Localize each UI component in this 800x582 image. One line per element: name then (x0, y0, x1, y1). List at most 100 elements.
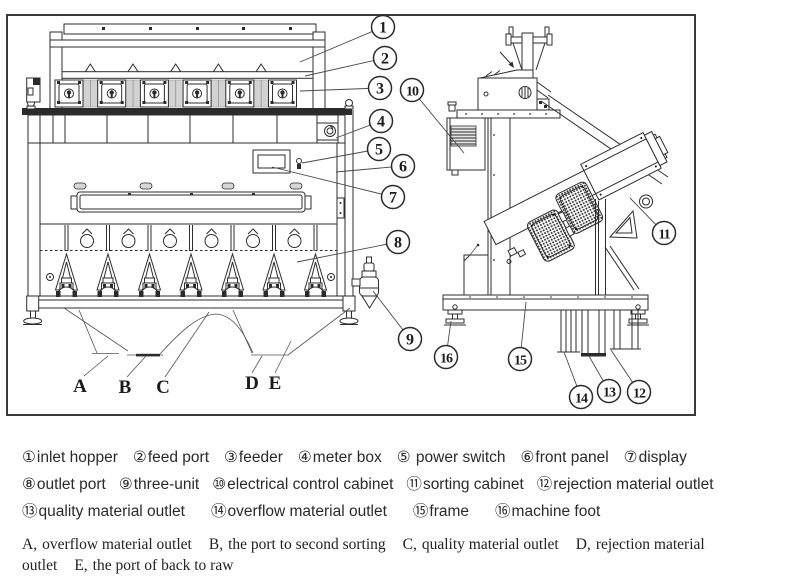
sorting-chamber (483, 130, 669, 264)
legend-item-label: frame (429, 503, 470, 520)
callout-circle-16 (433, 344, 459, 370)
callout-number-16: 16 (440, 352, 453, 367)
side-platform (456, 109, 561, 119)
callout-number-10: 10 (406, 85, 419, 100)
callout-number-11: 11 (658, 228, 670, 243)
legend-item: ②feed port (133, 449, 209, 467)
callout-number-2: 2 (381, 51, 389, 68)
legend-item-label: front panel (535, 449, 609, 466)
note-item-letter: D, (575, 536, 591, 553)
legend-item-label: inlet hopper (36, 449, 118, 466)
inlet-hopper (61, 46, 314, 73)
callout-leader-1 (299, 26, 384, 63)
outlet-leader-A (83, 355, 109, 377)
feed-port-valves (84, 63, 267, 72)
callout-circle-7 (380, 184, 406, 210)
callout-number-5: 5 (375, 142, 383, 159)
legend-item-number: ⑪ (406, 476, 422, 493)
left-module (26, 77, 41, 103)
outlet-leader-D (251, 355, 263, 374)
callout-circle-14 (568, 384, 594, 410)
legend-item-number: ⑦ (623, 449, 638, 466)
legend-item-number: ① (22, 449, 36, 466)
front-feet (23, 295, 359, 325)
electrical-control-cabinet (446, 101, 486, 176)
legend-item: ⑮frame (413, 503, 469, 521)
slot-bar (70, 191, 312, 213)
legend-item: ⑦display (624, 449, 687, 467)
legend-item-number: ⑮ (412, 503, 429, 520)
outlet-letter-D: D (245, 373, 259, 394)
callout-circle-3 (367, 75, 393, 101)
legend-item-label: feeder (238, 449, 283, 466)
note-item-label: the port to second sorting (228, 536, 386, 553)
legend-item-number: ⑬ (22, 503, 38, 520)
callout-number-14: 14 (575, 392, 588, 407)
feeder-row (54, 79, 297, 108)
callout-leader-8 (296, 241, 399, 263)
outlet-pipes (557, 310, 641, 357)
legend-item: ⑪sorting cabinet (406, 476, 523, 494)
legend-item-label: electrical control cabinet (227, 476, 394, 493)
outlet-letter-B: B (119, 377, 132, 398)
legend-item-number: ③ (224, 449, 238, 466)
legend-item-label: sorting cabinet (422, 476, 524, 493)
note-item: B,the port to second sorting (209, 536, 386, 553)
callout-leader-7 (271, 166, 394, 198)
legend-item-label: three-unit (133, 476, 200, 493)
diagonal-brace (604, 245, 640, 291)
legend-item-number: ② (132, 449, 147, 466)
legend-item: ⑫rejection material outlet (537, 476, 714, 494)
outlet-leader-C (164, 311, 210, 378)
callout-number-15: 15 (514, 354, 527, 369)
callout-leader-5 (301, 148, 380, 164)
callout-circle-6 (390, 153, 416, 179)
legend-item: ⑥front panel (521, 449, 609, 467)
side-base-frame (442, 294, 649, 311)
legend-item: ⑨three-unit (119, 476, 199, 494)
callout-circle-10 (399, 77, 425, 103)
legend-item: ①inlet hopper (22, 449, 118, 467)
side-view (442, 26, 669, 357)
body-rails (27, 110, 354, 296)
legend-item-label: power switch (411, 449, 506, 466)
outlet-letter-C: C (156, 377, 170, 398)
note-item-label: overflow material outlet (42, 536, 192, 553)
callout-circle-4 (368, 108, 394, 134)
front-view (22, 23, 379, 357)
callout-number-7: 7 (389, 190, 397, 207)
top-bar-bolts (102, 27, 292, 30)
three-unit (351, 256, 379, 309)
outlet-letter-E: E (269, 373, 282, 394)
display (252, 149, 291, 174)
callout-circle-9 (397, 326, 423, 352)
note-item-letter: C, (402, 536, 417, 553)
callout-circle-5 (366, 136, 392, 162)
callout-number-1: 1 (379, 20, 387, 37)
note-item-letter: A, (22, 536, 38, 553)
legend-item-label: quality material outlet (38, 503, 185, 520)
outlet-port-row (54, 225, 328, 297)
feed-port-band (61, 71, 314, 79)
sorting-cabinet-column (487, 117, 511, 296)
legend-item-number: ⑯ (495, 503, 511, 520)
legend-item: ③feeder (224, 449, 283, 467)
callout-circle-12 (626, 379, 652, 405)
callout-circle-15 (507, 346, 533, 372)
chamber-bracket (608, 209, 638, 239)
legend-item: ⑧outlet port (22, 476, 106, 494)
note-item: D,rejection material outlet (22, 536, 705, 574)
legend-item-number: ⑧ (22, 476, 36, 493)
callout-number-6: 6 (399, 159, 407, 176)
callout-circle-8 (385, 229, 411, 255)
note-item-label: quality material outlet (421, 536, 559, 553)
legend-item-label: display (638, 449, 687, 466)
note-item: A,overflow material outlet (22, 536, 192, 553)
legend-item-number: ⑩ (212, 476, 227, 493)
